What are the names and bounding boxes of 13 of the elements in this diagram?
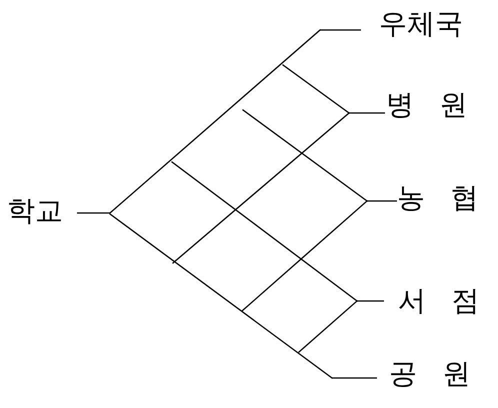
road-line [77, 212, 110, 214]
road-line [320, 29, 361, 31]
start-label: 학교 [7, 196, 63, 226]
road-grid-drawing [109, 29, 368, 379]
place-label: 병 원 [386, 90, 468, 120]
road-line [332, 377, 377, 379]
place-label: 공 원 [389, 359, 471, 389]
place-label: 우체국 [379, 9, 463, 39]
road-line [367, 200, 397, 202]
road-line [349, 112, 385, 114]
road-line [357, 300, 384, 302]
place-label: 서 점 [398, 286, 480, 316]
place-label: 농 협 [397, 183, 479, 213]
